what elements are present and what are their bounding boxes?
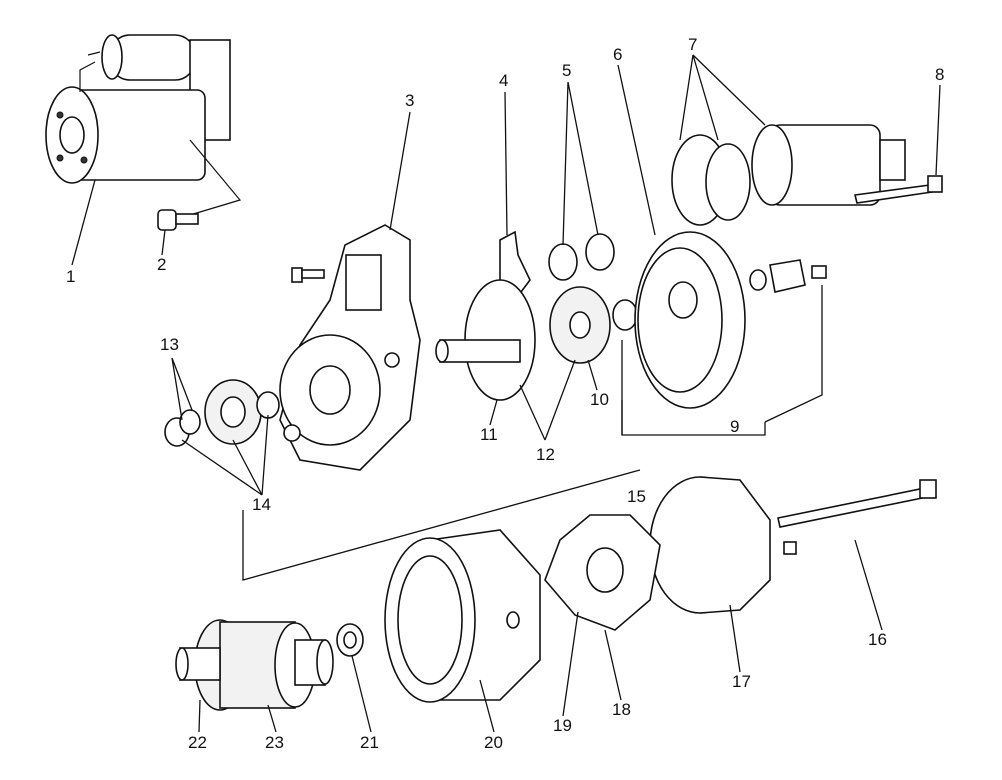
callout-21: 21 (360, 733, 379, 752)
callout-19: 19 (553, 716, 572, 735)
callout-3: 3 (405, 91, 414, 110)
callout-14: 14 (252, 495, 271, 514)
part-brush-holder (544, 514, 661, 631)
callout-13: 13 (160, 335, 179, 354)
callout-8: 8 (935, 65, 944, 84)
leader-lines (71, 54, 941, 733)
part-yoke (384, 529, 541, 703)
part-starter-assembly (45, 34, 242, 216)
callout-22: 22 (188, 733, 207, 752)
callout-7: 7 (688, 35, 697, 54)
part-bearing (336, 623, 364, 657)
callout-9: 9 (730, 417, 739, 436)
part-armature (175, 619, 334, 711)
callout-12: 12 (536, 445, 555, 464)
callout-10: 10 (590, 390, 609, 409)
part-cover-plate (749, 259, 827, 293)
part-pinion-assembly (164, 379, 280, 447)
callout-20: 20 (484, 733, 503, 752)
callout-15: 15 (627, 487, 646, 506)
callout-2: 2 (157, 255, 166, 274)
callout-23: 23 (265, 733, 284, 752)
callout-1: 1 (66, 267, 75, 286)
part-gear-housing (634, 231, 746, 409)
part-spring-and-collar (548, 233, 615, 281)
part-planetary-gear (549, 286, 638, 364)
part-through-bolt (777, 479, 937, 555)
callout-6: 6 (613, 45, 622, 64)
callout-18: 18 (612, 700, 631, 719)
part-commutator-end-cover (649, 476, 771, 614)
callout-5: 5 (562, 61, 571, 80)
part-mounting-bolt (157, 209, 199, 231)
part-solenoid (671, 124, 906, 226)
callout-17: 17 (732, 672, 751, 691)
part-shaft-and-plate (435, 279, 536, 401)
part-drive-end-housing (279, 224, 421, 471)
callout-16: 16 (868, 630, 887, 649)
callout-11: 11 (480, 425, 498, 444)
part-solenoid-bolt (854, 175, 943, 204)
callout-4: 4 (499, 71, 508, 90)
